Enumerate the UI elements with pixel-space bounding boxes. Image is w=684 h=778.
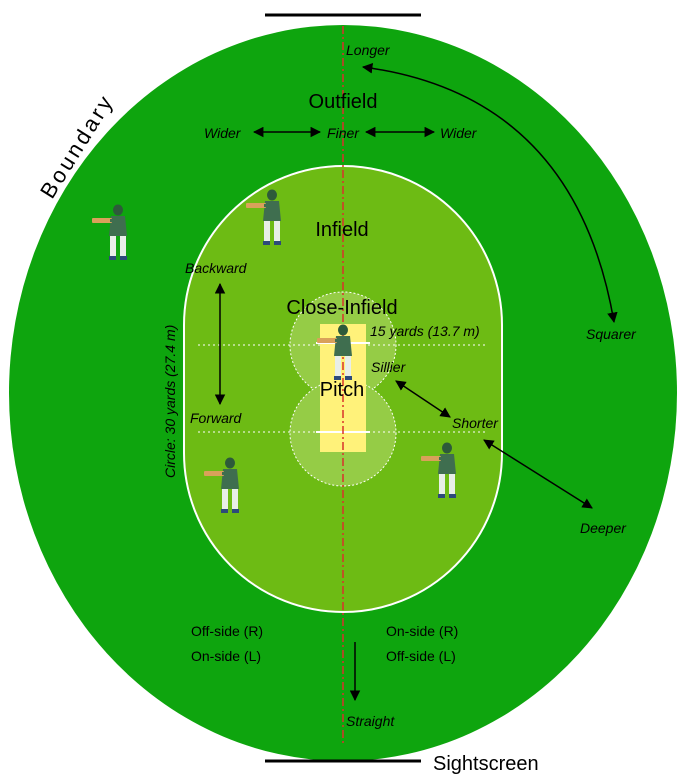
label-outfield: Outfield xyxy=(309,91,378,113)
label-shorter: Shorter xyxy=(452,415,499,431)
label-onside-r: On-side (R) xyxy=(386,623,458,639)
label-offside-r: Off-side (R) xyxy=(191,623,263,639)
label-sillier: Sillier xyxy=(371,359,407,375)
label-deeper: Deeper xyxy=(580,520,627,536)
label-straight: Straight xyxy=(346,713,395,729)
label-squarer: Squarer xyxy=(586,326,637,342)
label-onside-l: On-side (L) xyxy=(191,648,261,664)
label-infield: Infield xyxy=(315,219,368,241)
label-forward: Forward xyxy=(190,410,243,426)
label-sightscreen: Sightscreen xyxy=(433,753,539,775)
label-15-yards: 15 yards (13.7 m) xyxy=(370,323,480,339)
label-longer: Longer xyxy=(346,42,391,58)
label-wider-left: Wider xyxy=(204,125,242,141)
label-pitch: Pitch xyxy=(320,379,364,401)
label-offside-l: Off-side (L) xyxy=(386,648,456,664)
label-backward: Backward xyxy=(185,260,248,276)
label-finer: Finer xyxy=(327,125,360,141)
arrow-longer-squarer xyxy=(361,63,618,324)
arrow-shorter-deeper xyxy=(483,439,593,509)
label-circle-30-yards: Circle: 30 yards (27.4 m) xyxy=(162,325,178,478)
label-close-infield: Close-Infield xyxy=(286,297,397,319)
arrow-sillier-shorter xyxy=(395,380,451,418)
label-wider-right: Wider xyxy=(440,125,478,141)
